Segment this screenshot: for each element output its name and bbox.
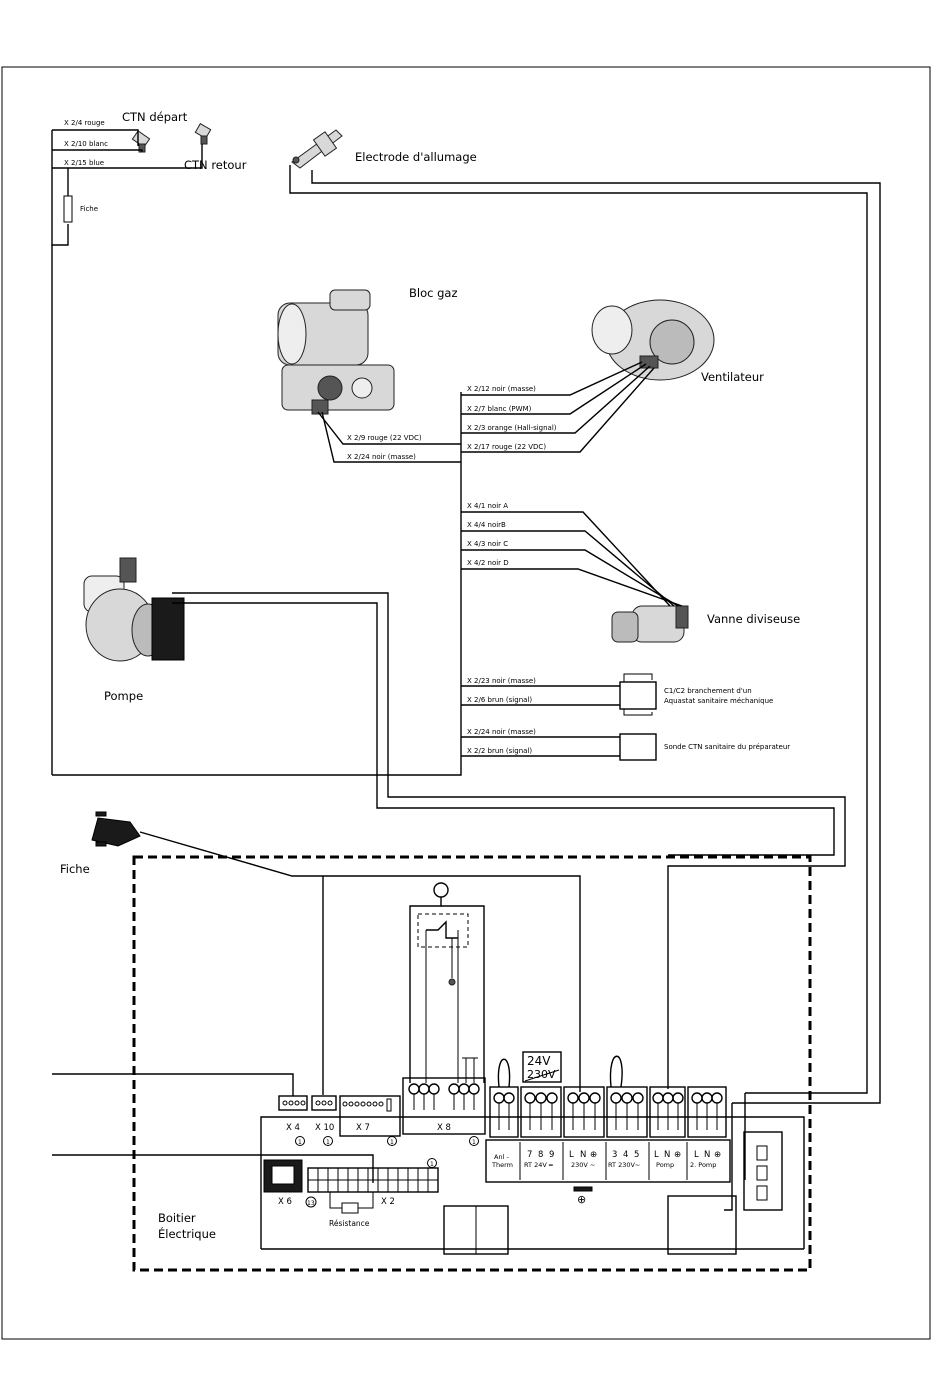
rt24-num: 9 [549,1150,554,1160]
aquastat-label: Aquastat sanitaire méchanique [664,697,773,705]
transformer-block [667,1195,737,1255]
fan-wire-label: X 2/7 blanc (PWM) [467,405,532,413]
connector-x10 [311,1095,337,1111]
pomp-terminal: N [664,1150,670,1160]
pomp2-terminal: N [704,1150,710,1160]
ctn-depart-sensor [131,130,151,153]
sonde-wire-label: X 2/2 brun (signal) [467,747,532,755]
control-box-outline [132,855,812,1272]
mains-terminal: N [580,1150,586,1160]
x7-label: X 7 [356,1123,370,1133]
vanne-label: Vanne diviseuse [707,612,800,626]
mains-label: 230V ~ [571,1161,595,1169]
fiche-sensor-label: Fiche [80,205,98,213]
boitier-label: Boitier [158,1211,196,1225]
electrode-icon [291,129,343,169]
x10-label: X 10 [315,1123,334,1133]
voltage-label-box [522,1051,562,1083]
bloc-gaz-label: Bloc gaz [409,286,457,300]
x4-label: X 4 [286,1123,300,1133]
pompe-label: Pompe [104,689,143,703]
aquastat-box [619,681,657,710]
pomp2-terminal: ⊕ [714,1150,721,1160]
sonde-label: Sonde CTN sanitaire du préparateur [664,743,790,751]
fan-icon [591,299,715,381]
ctn-wire-label: X 2/10 blanc [64,140,108,148]
valve-wire-label: X 4/1 noir A [467,502,508,510]
gas-wire-label: X 2/9 rouge (22 VDC) [347,434,422,442]
electrode-label: Electrode d'allumage [355,150,477,164]
rt24-label: RT 24V ═ [524,1161,553,1169]
ctn-wire-label: X 2/15 blue [64,159,104,167]
rt230-num: 3 [612,1150,617,1160]
ctn-wire-label: X 2/4 rouge [64,119,105,127]
terminal-screws [489,1086,727,1138]
pin-number: 1 [390,1139,394,1146]
pin-number: 1 [472,1139,476,1146]
pin-number: 1 [326,1139,330,1146]
x2-label: X 2 [381,1197,395,1207]
resistor-icon [341,1202,359,1214]
fiche-connector [63,195,73,223]
ground-bar [573,1186,593,1192]
valve-wire-label: X 4/3 noir C [467,540,508,548]
x8-label: X 8 [437,1123,451,1133]
x8-screws [408,1083,480,1110]
anti-therm-label: Anl - [494,1153,509,1161]
sonde-wire-label: X 2/24 noir (masse) [467,728,536,736]
pomp-terminal: ⊕ [674,1150,681,1160]
mains-terminal: L [569,1150,574,1160]
thermostat-icon [433,882,449,898]
gas-valve-icon [277,289,395,415]
page-frame [1,66,931,1340]
ctn-retour-sensor [194,122,212,145]
pin-number: 1 [430,1161,434,1168]
anti-therm-label: Therm [491,1161,513,1169]
pump-icon [83,557,185,662]
connector-x4 [278,1095,308,1111]
terminal-strip [485,1139,731,1183]
ground-symbol: ⊕ [577,1193,586,1206]
voltage-top: 24V [527,1054,551,1068]
valve-wire-label: X 4/4 noirB [467,521,506,529]
gas-wire-label: X 2/24 noir (masse) [347,453,416,461]
ctn-retour-label: CTN retour [184,158,247,172]
ctn-depart-label: CTN départ [122,110,188,124]
main-switch [743,1131,783,1211]
pomp-terminal: L [654,1150,659,1160]
x6-label: X 6 [278,1197,292,1207]
fan-wire-label: X 2/3 orange (Hall-signal) [467,424,557,432]
aquastat-wire-label: X 2/6 brun (signal) [467,696,532,704]
connector-x7 [339,1095,401,1137]
fan-wire-label: X 2/12 noir (masse) [467,385,536,393]
mains-terminal: ⊕ [590,1150,597,1160]
valve-wire-label: X 4/2 noir D [467,559,509,567]
boitier-label: Électrique [158,1226,216,1241]
pin-number: 1 [298,1139,302,1146]
aquastat-wire-label: X 2/23 noir (masse) [467,677,536,685]
power-plug-icon [91,811,141,847]
rt230-label: RT 230V~ [608,1161,640,1169]
sonde-box [619,733,657,761]
rt230-num: 5 [634,1150,639,1160]
rt24-num: 7 [527,1150,532,1160]
pomp2-label: 2. Pomp [690,1161,716,1169]
fiche-plug-label: Fiche [60,862,90,876]
connector-x6 [263,1159,303,1193]
rt24-num: 8 [538,1150,543,1160]
rt230-num: 4 [623,1150,628,1160]
resistance-label: Résistance [329,1219,370,1228]
ventilateur-label: Ventilateur [701,370,764,384]
fan-wire-label: X 2/17 rouge (22 VDC) [467,443,546,451]
pomp2-terminal: L [694,1150,699,1160]
connector-x8 [402,1077,486,1135]
pin-number: 13 [307,1200,315,1207]
diverter-valve-icon [611,605,689,643]
pomp-label: Pomp [656,1161,674,1169]
aquastat-label: C1/C2 branchement d'un [664,687,752,695]
safety-sensor-box [417,913,469,948]
